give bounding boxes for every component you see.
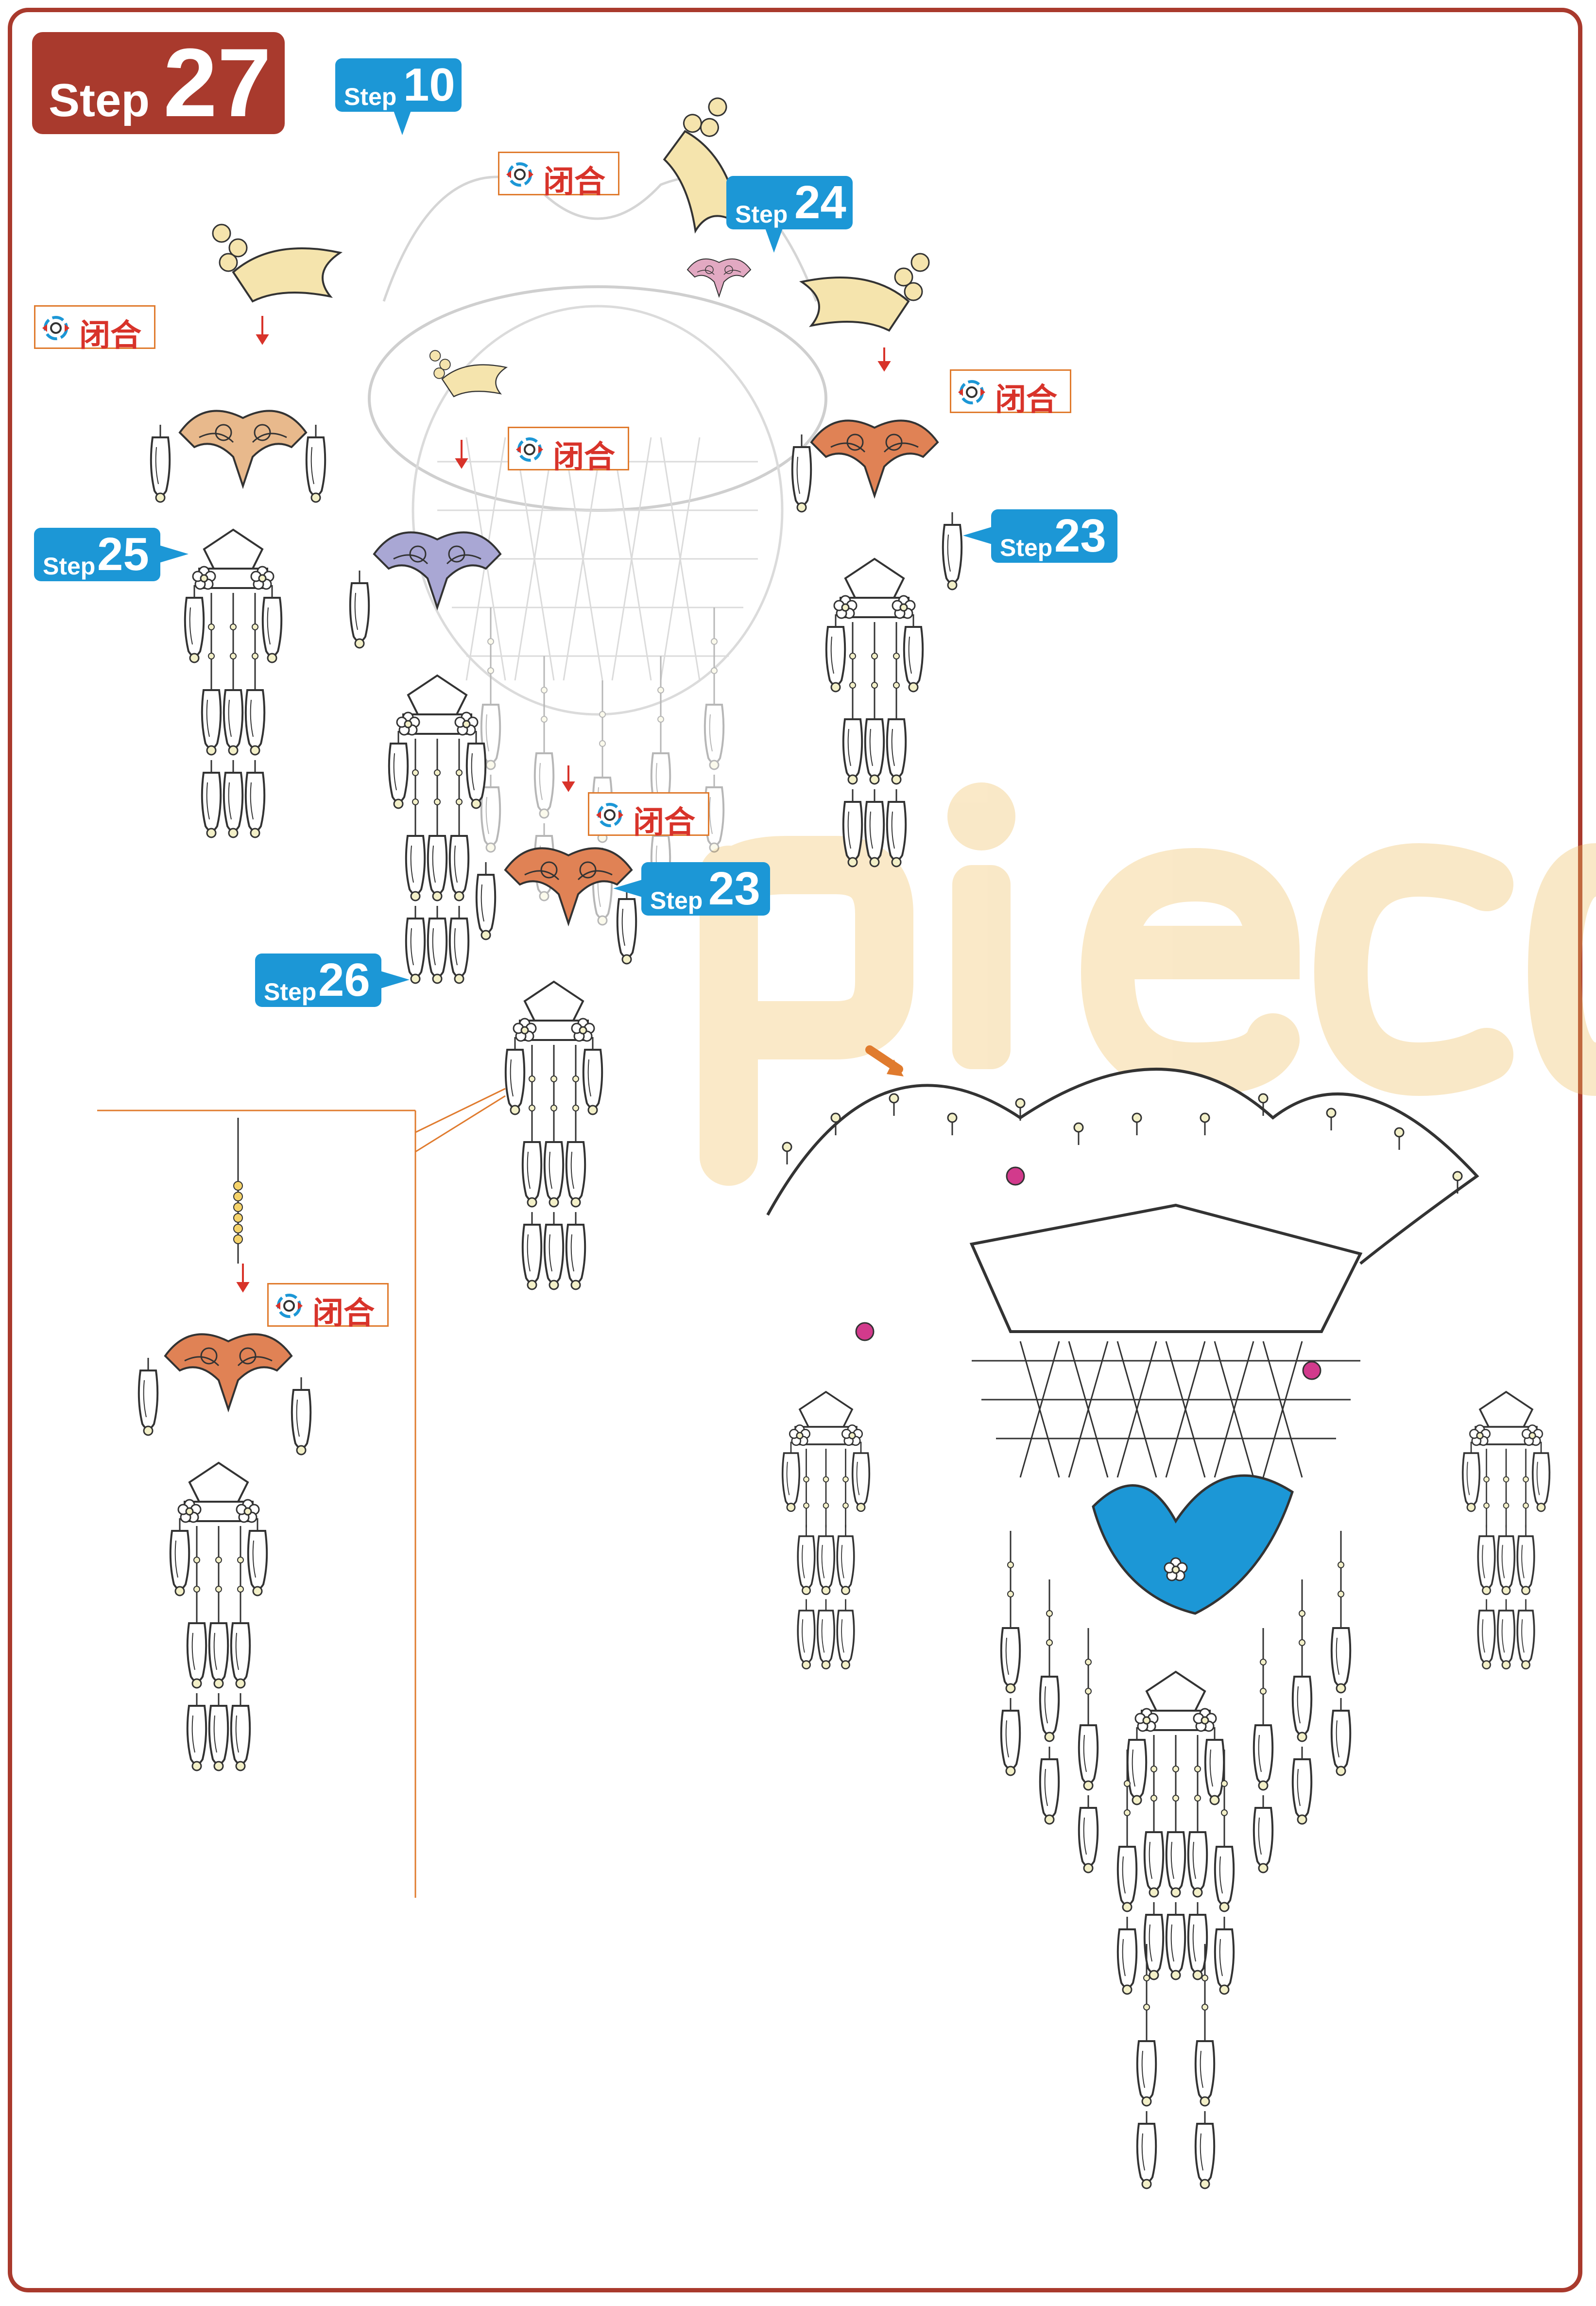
callout-word: Step — [1000, 534, 1053, 561]
close-label-text: 闭合 — [995, 382, 1057, 418]
callout-step-23-right: Step 23 — [963, 509, 1117, 563]
close-label: 闭合 — [588, 792, 709, 841]
callout-pointer-icon — [765, 228, 783, 253]
ring-close-icon — [958, 380, 985, 404]
callout-number: 23 — [1054, 510, 1106, 562]
callout-word: Step — [344, 83, 397, 110]
guide-arrows — [236, 316, 891, 1293]
callout-pointer-icon — [394, 111, 411, 135]
ring-close-icon — [275, 1294, 303, 1318]
pendant-step23-center — [475, 847, 637, 1289]
page-frame — [8, 8, 1582, 2292]
close-label-text: 闭合 — [553, 439, 615, 475]
detail-inset — [97, 1088, 506, 1898]
callout-word: Step — [735, 201, 788, 228]
callout-word: Step — [43, 553, 96, 580]
step-badge-word: Step — [49, 74, 150, 126]
callout-pointer-icon — [380, 971, 410, 988]
pendant-step25 — [150, 410, 326, 837]
callout-number: 23 — [708, 863, 760, 915]
callout-number: 24 — [794, 176, 846, 228]
step-badge-number: 27 — [163, 29, 272, 137]
callout-number: 26 — [318, 954, 370, 1006]
close-label-text: 闭合 — [633, 805, 695, 841]
callout-step-23-center: Step 23 — [613, 862, 770, 916]
close-label: 闭合 — [508, 427, 629, 475]
callout-number: 25 — [97, 528, 149, 580]
ring-close-icon — [516, 437, 543, 462]
callout-word: Step — [650, 887, 703, 914]
callout-step-26: Step 26 — [255, 954, 410, 1007]
pink-part — [687, 258, 751, 297]
pendant-step23-right — [791, 419, 963, 867]
close-label: 闭合 — [267, 1283, 389, 1332]
close-label: 闭合 — [34, 305, 155, 354]
close-label-text: 闭合 — [79, 318, 141, 354]
assembled-headdress — [766, 1045, 1549, 2188]
ring-close-icon — [42, 316, 69, 340]
callout-step-25: Step 25 — [34, 528, 189, 581]
callout-pointer-icon — [963, 527, 992, 544]
step-badge: Step 27 — [32, 32, 285, 134]
close-label-text: 闭合 — [543, 164, 605, 200]
close-label: 闭合 — [950, 369, 1071, 418]
ring-close-icon — [596, 803, 623, 827]
callout-step-24: Step 24 — [726, 176, 853, 253]
close-label: 闭合 — [498, 152, 619, 200]
close-label-text: 闭合 — [312, 1296, 375, 1332]
callout-pointer-icon — [613, 880, 642, 897]
callout-number: 10 — [403, 59, 455, 111]
ring-close-icon — [506, 162, 533, 187]
callout-step-10: Step 10 — [335, 58, 462, 135]
gold-wing-parts — [212, 95, 930, 398]
callout-word: Step — [264, 978, 317, 1006]
callout-pointer-icon — [159, 545, 189, 563]
